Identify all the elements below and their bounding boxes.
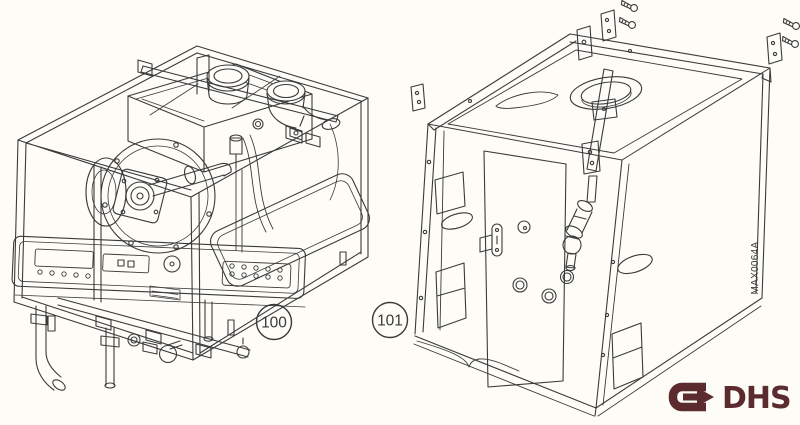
support-strap: [581, 68, 614, 203]
expansion-tank-panel: [210, 173, 370, 287]
panel-dial: [163, 255, 181, 273]
callout-101: 101: [371, 301, 409, 339]
mounting-brackets: [410, 0, 800, 112]
boiler-assembly-drawing: [11, 45, 370, 391]
drawing-number: MAX0064A: [750, 241, 761, 294]
dhs-logo-text: DHS: [722, 381, 791, 416]
blower-assembly: [85, 123, 339, 254]
callout-100: 100: [255, 303, 293, 341]
interior-divider: [479, 150, 567, 388]
panel-knobs: [37, 263, 283, 281]
control-panel: [11, 235, 306, 308]
casing-drawing: MAX0064A: [410, 0, 800, 417]
casing-left-side: [413, 123, 597, 417]
top-bar: [137, 54, 339, 123]
flue-collars: [206, 64, 341, 130]
casing-right-panel: [594, 67, 771, 417]
callout-101-circle: [371, 301, 409, 339]
interior-pipe-valve: [559, 199, 593, 285]
callout-101-label: 101: [377, 313, 403, 330]
dhs-logo-arrow-icon: [683, 387, 714, 407]
dhs-logo: DHS: [668, 380, 792, 416]
callout-100-label: 100: [261, 315, 287, 332]
casing-top-rails: [427, 25, 772, 161]
callout-100-circle: [255, 303, 293, 341]
dhs-logo-ring-opening: [706, 380, 728, 414]
bottom-piping: [30, 297, 251, 391]
